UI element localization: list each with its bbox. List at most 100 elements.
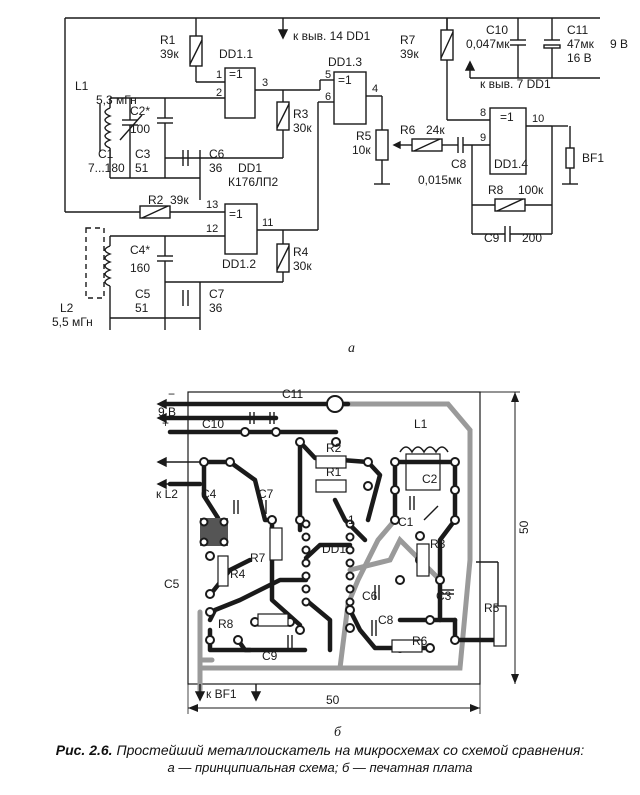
schematic-labels: R1 39к DD1.1 =1 к выв. 14 DD1 R7 39к C10… xyxy=(52,23,628,356)
pcb-dim-width: 50 xyxy=(326,693,340,707)
r5-body xyxy=(493,605,507,647)
subfigure-b-label: б xyxy=(334,725,342,740)
caption-title: Рис. 2.6. Простейший металлоискатель на … xyxy=(0,742,640,758)
r7-body xyxy=(269,527,283,561)
dd11-gate-sym: =1 xyxy=(229,67,243,81)
dd11-gate xyxy=(224,67,256,119)
c7-label: C7 xyxy=(209,287,225,301)
c4-value: 160 xyxy=(130,261,150,275)
c2-value: 100 xyxy=(130,122,150,136)
pcb-dim-height: 50 xyxy=(517,520,531,534)
bf1-label: BF1 xyxy=(582,151,604,165)
c2-label: C2* xyxy=(130,104,150,118)
dd13-gate xyxy=(333,71,367,125)
chip-type: К176ЛП2 xyxy=(228,175,279,189)
pcb-plus: + xyxy=(162,416,169,430)
pin-11: 11 xyxy=(262,217,273,229)
r3-label: R3 xyxy=(293,107,309,121)
l2-value: 5,5 мГн xyxy=(52,315,93,329)
pcb-pin1: 1 xyxy=(348,513,355,527)
caption-figure-number: Рис. 2.6. xyxy=(55,742,113,758)
l2-label: L2 xyxy=(60,301,74,315)
r2-body xyxy=(315,455,347,469)
schematic xyxy=(64,17,600,330)
pin-8: 8 xyxy=(480,107,486,119)
pin-13: 13 xyxy=(206,199,218,211)
c11-voltage: 16 В xyxy=(567,51,592,65)
pcb-r8: R8 xyxy=(218,617,234,631)
pcb-c3: C3 xyxy=(436,589,452,603)
caption-subtitle: а — принципиальная схема; б — печатная п… xyxy=(167,760,473,775)
dd14-gate xyxy=(489,107,527,175)
pcb-c10: C10 xyxy=(202,417,224,431)
pcb-drawing xyxy=(156,391,520,714)
l1-value: 5,3 мГн xyxy=(96,93,137,107)
pcb-r6: R6 xyxy=(412,634,428,648)
c10-value: 0,047мк xyxy=(466,37,510,51)
pcb-r3: R3 xyxy=(430,537,446,551)
pcb-dd1: DD1 xyxy=(322,542,346,556)
c3-value: 51 xyxy=(135,161,149,175)
dd14-gate-sym: =1 xyxy=(500,110,514,124)
r6-value: 24к xyxy=(426,123,445,137)
c8-value: 0,015мк xyxy=(418,173,462,187)
r1-body xyxy=(315,479,347,493)
pin-12: 12 xyxy=(206,223,218,235)
figure-canvas: R1 39к DD1.1 =1 к выв. 14 DD1 R7 39к C10… xyxy=(52,17,628,740)
pcb-c6: C6 xyxy=(362,589,378,603)
c10-label: C10 xyxy=(486,23,508,37)
c11-value: 47мк xyxy=(567,37,595,51)
pcb-l1: L1 xyxy=(414,417,428,431)
r8-body xyxy=(257,613,289,627)
pcb-9v: 9 В xyxy=(158,405,176,419)
c1-value: 7...180 xyxy=(88,161,125,175)
supply-9v: 9 В xyxy=(610,37,628,51)
r5-value: 10к xyxy=(352,143,371,157)
dd1-label: DD1 xyxy=(238,161,262,175)
pin-6: 6 xyxy=(325,91,331,103)
c8-label: C8 xyxy=(451,157,467,171)
l1-frame xyxy=(405,453,441,491)
pin-5: 5 xyxy=(325,69,331,81)
subfigure-a-label: а xyxy=(348,341,355,356)
c6-label: C6 xyxy=(209,147,225,161)
l1-label: L1 xyxy=(75,79,89,93)
r4-label: R4 xyxy=(293,245,309,259)
c1-label: C1 xyxy=(98,147,114,161)
r8-value: 100к xyxy=(518,183,544,197)
pcb-minus: − xyxy=(168,387,175,401)
pin-1: 1 xyxy=(216,69,222,81)
r3-value: 30к xyxy=(293,121,312,135)
dd13-gate-sym: =1 xyxy=(338,73,352,87)
r7-label: R7 xyxy=(400,33,416,47)
pcb-r7: R7 xyxy=(250,551,266,565)
pcb-r2: R2 xyxy=(326,441,342,455)
dd12-gate xyxy=(224,203,258,255)
c4-label: C4* xyxy=(130,243,150,257)
pcb-c5: C5 xyxy=(164,577,180,591)
dd12-gate-sym: =1 xyxy=(229,207,243,221)
pcb-to-bf1: к BF1 xyxy=(206,687,237,701)
c5-value: 51 xyxy=(135,301,149,315)
r5-label: R5 xyxy=(356,129,372,143)
r1-label: R1 xyxy=(160,33,176,47)
c7-value: 36 xyxy=(209,301,223,315)
pcb-c4: C4 xyxy=(201,487,217,501)
pcb-r5: R5 xyxy=(484,601,500,615)
pcb-c9: C9 xyxy=(262,649,278,663)
pin-9: 9 xyxy=(480,132,486,144)
r2-label: R2 xyxy=(148,193,164,207)
r7-value: 39к xyxy=(400,47,419,61)
vyv7-label: к выв. 7 DD1 xyxy=(480,77,551,91)
caption-title-text: Простейший металлоискатель на микросхема… xyxy=(112,742,585,758)
pcb-c1: C1 xyxy=(398,515,414,529)
pin-3: 3 xyxy=(262,77,268,89)
pcb-c2: C2 xyxy=(422,472,438,486)
r3-body xyxy=(416,543,430,577)
c3-label: C3 xyxy=(135,147,151,161)
pcb-labels: − + 9 В C11 C10 к L2 L1 R2 R1 C4 C7 C2 C… xyxy=(156,387,531,740)
dd14-label: DD1.4 xyxy=(494,157,528,171)
dd13-label: DD1.3 xyxy=(328,55,362,69)
r4-value: 30к xyxy=(293,259,312,273)
pin-4: 4 xyxy=(372,83,378,95)
